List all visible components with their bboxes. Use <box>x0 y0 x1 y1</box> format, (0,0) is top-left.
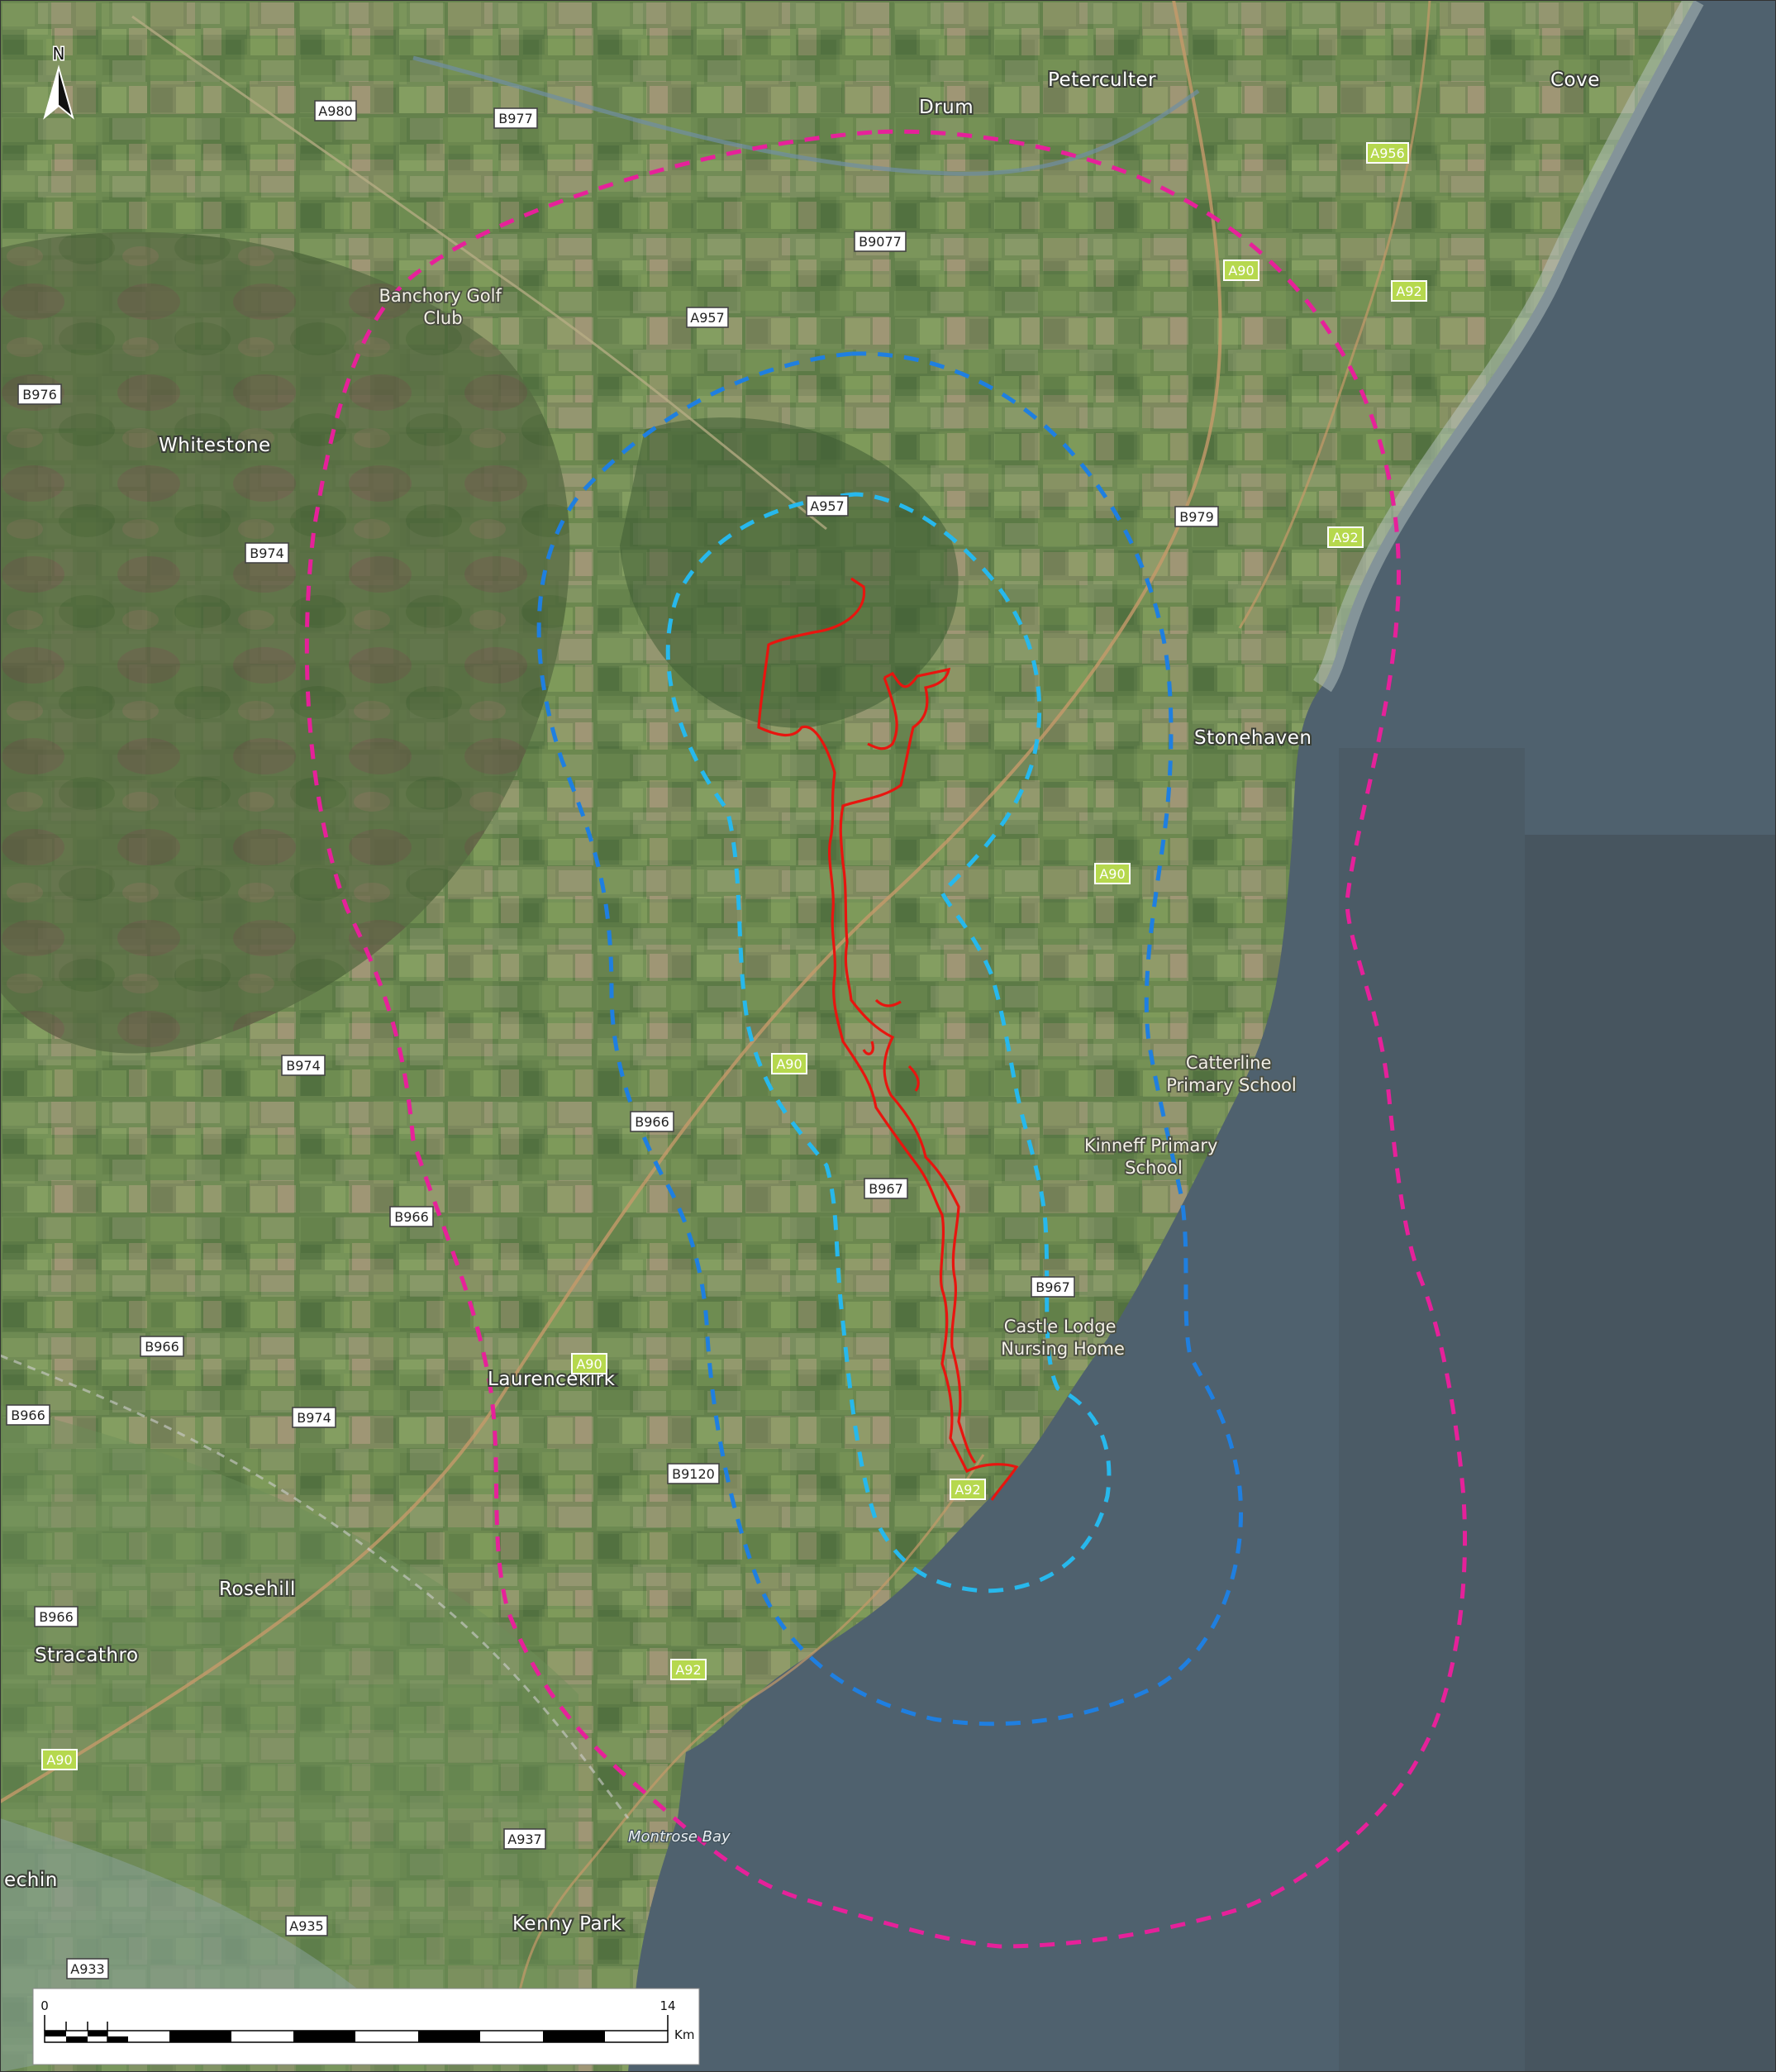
road-shield-b966-e: B966 <box>34 1606 79 1627</box>
scale-bar: 0 14 Km <box>32 1988 700 2065</box>
svg-text:A935: A935 <box>289 1918 323 1934</box>
poi-kinneff: Kinneff Primary School <box>1084 1136 1223 1178</box>
road-shield-a92-ss: A92 <box>670 1659 707 1680</box>
road-shield-b974-n: B974 <box>245 542 289 564</box>
sea-layer <box>628 0 1776 2072</box>
place-labels: Drum Peterculter Cove Whitestone Stoneha… <box>2 68 1601 1936</box>
road-shield-b966-a: B966 <box>630 1111 674 1132</box>
road-shield-a90-n: A90 <box>1223 260 1259 281</box>
svg-text:A90: A90 <box>1228 263 1254 279</box>
scale-ticks <box>44 2015 669 2031</box>
place-peterculter: Peterculter <box>1048 69 1156 91</box>
road-shield-a956: A956 <box>1366 142 1409 164</box>
poi-labels: Banchory Golf Club Catterline Primary Sc… <box>378 284 1298 1360</box>
road-shield-b966-c: B966 <box>140 1336 184 1357</box>
road-shields: A980 B977 B9077 A957 A957 B976 B974 B974… <box>6 100 1427 1979</box>
road-shield-b967-b: B967 <box>1031 1276 1075 1298</box>
svg-text:B977: B977 <box>498 111 533 126</box>
scale-bar-segments <box>44 2030 669 2043</box>
scale-unit-label: Km <box>674 2027 694 2042</box>
road-shield-b966-d: B966 <box>6 1404 50 1426</box>
svg-text:A90: A90 <box>46 1752 72 1768</box>
svg-text:A957: A957 <box>690 310 724 326</box>
road-shield-a90-m: A90 <box>1094 863 1131 884</box>
svg-text:B974: B974 <box>250 545 284 561</box>
place-kenny-park: Kenny Park <box>512 1913 622 1935</box>
svg-text:A937: A937 <box>507 1831 541 1847</box>
svg-text:A90: A90 <box>776 1056 802 1072</box>
road-shield-a937: A937 <box>503 1828 546 1850</box>
road-shield-b974-s: B974 <box>292 1407 336 1428</box>
svg-text:A980: A980 <box>318 103 352 119</box>
road-shield-a957-s: A957 <box>806 495 849 517</box>
svg-text:B966: B966 <box>145 1339 179 1355</box>
place-stonehaven: Stonehaven <box>1194 727 1312 749</box>
road-shield-b9077: B9077 <box>854 231 907 252</box>
road-shield-b966-b: B966 <box>389 1206 434 1227</box>
road-shield-a92-n: A92 <box>1391 280 1427 302</box>
place-whitestone: Whitestone <box>159 435 271 456</box>
road-shield-b974-m: B974 <box>281 1055 326 1076</box>
svg-text:B979: B979 <box>1179 509 1214 525</box>
place-rosehill: Rosehill <box>219 1579 296 1600</box>
svg-text:A90: A90 <box>1099 866 1125 882</box>
road-network <box>0 0 1431 2034</box>
svg-text:A933: A933 <box>70 1961 104 1977</box>
north-arrow: N <box>43 43 74 120</box>
road-shield-a92-s: A92 <box>950 1479 986 1500</box>
svg-text:A90: A90 <box>576 1356 602 1372</box>
svg-text:A92: A92 <box>1396 283 1421 299</box>
poi-castle-lodge: Castle Lodge Nursing Home <box>1001 1317 1125 1359</box>
road-shield-a90-sw: A90 <box>41 1749 78 1770</box>
road-shield-a957-n: A957 <box>686 307 729 328</box>
road-shield-b977: B977 <box>493 107 538 129</box>
north-label: N <box>53 44 65 64</box>
svg-text:B974: B974 <box>286 1058 321 1074</box>
water-montrose-bay: Montrose Bay <box>628 1828 731 1846</box>
road-shield-a980: A980 <box>314 100 357 121</box>
poi-catterline: Catterline Primary School <box>1166 1053 1297 1095</box>
road-shield-a90-c: A90 <box>771 1053 807 1074</box>
road-shield-a935: A935 <box>285 1915 328 1936</box>
road-shield-b9120: B9120 <box>667 1463 720 1484</box>
scale-end-label: 14 <box>659 1998 675 2013</box>
poi-banchory-golf: Banchory Golf Club <box>379 286 507 328</box>
svg-text:B967: B967 <box>869 1181 903 1197</box>
road-shield-b967-a: B967 <box>864 1178 908 1199</box>
svg-text:B967: B967 <box>1036 1279 1070 1295</box>
buffer-inner <box>665 492 1112 1593</box>
svg-text:B966: B966 <box>39 1609 74 1625</box>
road-shield-b979: B979 <box>1174 506 1219 527</box>
svg-text:B966: B966 <box>11 1408 45 1423</box>
place-brechin: echin <box>4 1870 58 1891</box>
road-shield-a90-l: A90 <box>571 1353 607 1374</box>
place-cove: Cove <box>1550 69 1600 91</box>
water-labels: Montrose Bay <box>627 1827 731 1847</box>
buffer-middle <box>536 351 1243 1727</box>
svg-text:A956: A956 <box>1370 145 1404 161</box>
svg-text:B966: B966 <box>635 1114 669 1130</box>
scale-start-label: 0 <box>40 1998 49 2013</box>
svg-text:A92: A92 <box>675 1662 701 1678</box>
svg-text:B976: B976 <box>22 387 57 402</box>
svg-text:B9120: B9120 <box>672 1466 715 1482</box>
road-shield-b976: B976 <box>17 383 62 405</box>
svg-text:A92: A92 <box>955 1482 980 1498</box>
buffer-outer <box>304 129 1468 1949</box>
svg-text:B9077: B9077 <box>859 234 902 250</box>
route-line <box>757 577 1019 1501</box>
road-shield-a933: A933 <box>66 1958 109 1979</box>
road-shield-a92-m: A92 <box>1327 526 1364 548</box>
place-drum: Drum <box>919 97 974 118</box>
svg-text:A957: A957 <box>810 498 844 514</box>
svg-text:B974: B974 <box>297 1410 331 1426</box>
place-stracathro: Stracathro <box>35 1645 139 1666</box>
svg-text:A92: A92 <box>1332 530 1358 545</box>
svg-text:B966: B966 <box>394 1209 429 1225</box>
